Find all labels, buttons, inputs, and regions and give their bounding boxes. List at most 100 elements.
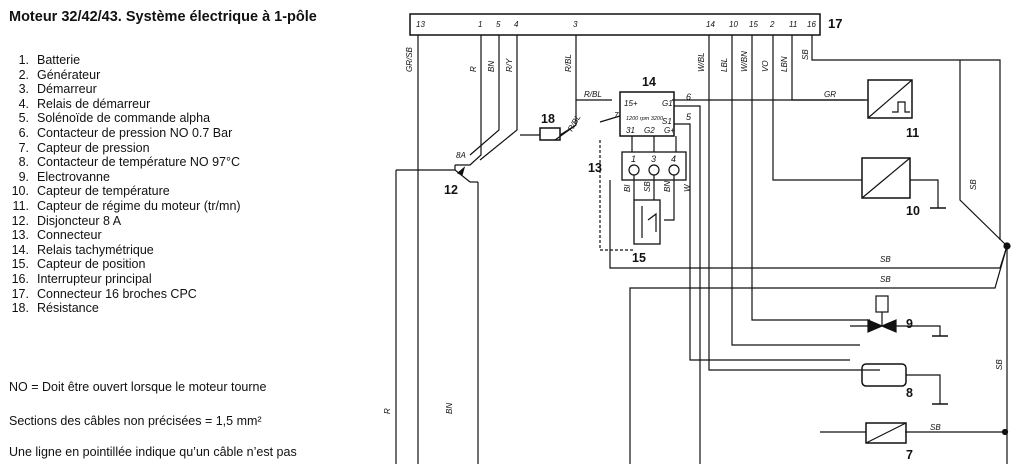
component-10-box [861, 157, 911, 199]
breaker-arrow-icon [456, 166, 466, 176]
wire-lbl [731, 35, 860, 346]
wire-sb-return [629, 245, 1008, 464]
legend-label: Solénoïde de commande alpha [37, 111, 211, 126]
terminal-15: 15+ [624, 99, 638, 108]
legend-number: 9. [18, 169, 29, 184]
legend-item: 1.Batterie [9, 53, 241, 68]
component-18-label: 18 [541, 112, 555, 126]
legend-item: 13.Connecteur [9, 228, 241, 243]
component-14-box [619, 91, 675, 137]
label-w-bn: W/BN [740, 51, 749, 72]
label-r-low: R [383, 408, 392, 414]
legend-label: Relais tachymétrique [37, 242, 154, 257]
legend-label: Générateur [37, 67, 101, 82]
block-13-terminal-1: 1 [631, 154, 636, 164]
label-vo: VO [761, 60, 770, 72]
legend-label: Capteur de température [37, 184, 170, 199]
legend-item: 11.Capteur de régime du moteur (tr/mn) [9, 199, 241, 214]
pin-16: 16 [807, 20, 816, 29]
label-r: R [469, 66, 478, 72]
label-r-y: R/Y [505, 58, 514, 72]
terminal-3 [648, 164, 660, 176]
legend-list: 1.Batterie 2.Générateur 3.Démarreur 4.Re… [9, 53, 241, 316]
label-r-bl-3: R/BL [566, 113, 583, 133]
page-title: Moteur 32/42/43. Système électrique à 1-… [9, 9, 317, 25]
legend-panel: Moteur 32/42/43. Système électrique à 1-… [0, 0, 390, 464]
legend-item: 4.Relais de démarreur [9, 97, 241, 112]
terminal-g1: G1 [662, 99, 673, 108]
component-11-box [867, 79, 913, 119]
terminal-1 [628, 164, 640, 176]
connector-17 [409, 13, 821, 36]
pin-11: 11 [789, 20, 797, 29]
label-bl: Bl [623, 185, 632, 192]
legend-item: 7.Capteur de pression [9, 141, 241, 156]
component-7-label: 7 [906, 448, 913, 462]
legend-label: Connecteur 16 broches CPC [37, 286, 197, 301]
legend-label: Capteur de pression [37, 140, 150, 155]
legend-item: 2.Générateur [9, 68, 241, 83]
legend-label: Electrovanne [37, 169, 110, 184]
component-8-box [861, 363, 907, 387]
wire-bn-13 [664, 175, 675, 221]
wire-5 [674, 123, 850, 361]
legend-label: Démarreur [37, 82, 97, 97]
label-lbn: LBN [780, 56, 789, 72]
wire-18-right [559, 124, 577, 136]
wire-6 [674, 105, 701, 464]
legend-item: 15.Capteur de position [9, 257, 241, 272]
legend-number: 14. [11, 242, 29, 257]
label-w-15: W [683, 183, 692, 192]
legend-number: 4. [18, 96, 29, 111]
wire-vo [772, 35, 862, 181]
pin-1: 1 [478, 20, 482, 29]
legend-item: 8. Contacteur de température NO 97°C [9, 155, 241, 170]
label-w-bl: W/BL [697, 52, 706, 72]
wire-r [455, 35, 482, 166]
pin-5: 5 [496, 20, 501, 29]
label-bn-low: BN [445, 403, 454, 414]
ground-wire-10 [910, 179, 939, 208]
wire-w-bn [751, 35, 870, 321]
component-15-box [633, 199, 661, 245]
label-gr-sb: GR/SB [405, 46, 414, 72]
legend-item: 17.Connecteur 16 broches CPC [9, 287, 241, 302]
ground-wire-9 [896, 325, 941, 336]
legend-number: 6. [18, 125, 29, 140]
label-sb-15: SB [643, 181, 652, 192]
legend-label: Contacteur de température NO 97°C [37, 155, 241, 170]
legend-item: 12.Disjoncteur 8 A [9, 214, 241, 229]
legend-number: 18. [11, 301, 29, 316]
legend-number: 5. [18, 111, 29, 126]
wire-sb [811, 35, 1001, 240]
label-lbl: LBL [720, 58, 729, 72]
label-gr: GR [824, 90, 836, 99]
legend-number: 8. [18, 155, 29, 170]
component-15-wiper [647, 212, 657, 232]
pin-2: 2 [769, 20, 775, 29]
legend-number: 11. [12, 198, 29, 213]
pin-3: 3 [573, 20, 578, 29]
terminal-7: 7 [614, 111, 619, 120]
legend-label: Interrupteur principal [37, 271, 152, 286]
terminal-31: 31 [626, 126, 635, 135]
component-7-slash [865, 422, 907, 444]
wire-sb-15 [609, 180, 1008, 269]
block-13-terminal-4: 4 [671, 154, 676, 164]
component-11-slash [867, 79, 913, 119]
component-10-label: 10 [906, 204, 920, 218]
legend-number: 10. [11, 184, 29, 199]
terminal-s1: S1 [662, 117, 672, 126]
wire-r-y [479, 35, 518, 161]
label-r-bl-2: R/BL [584, 90, 602, 99]
legend-number: 13. [11, 228, 29, 243]
note-no-definition: NO = Doit être ouvert lorsque le moteur … [9, 380, 267, 394]
connector-17-label: 17 [828, 16, 842, 31]
label-sb: SB [801, 49, 810, 60]
legend-number: 15. [11, 257, 29, 272]
block-13-terminal-3: 3 [651, 154, 656, 164]
note-dashed-line: Une ligne en pointillée indique qu’un câ… [9, 445, 297, 459]
pin-13: 13 [416, 20, 425, 29]
wire-sb-11 [959, 60, 1008, 247]
